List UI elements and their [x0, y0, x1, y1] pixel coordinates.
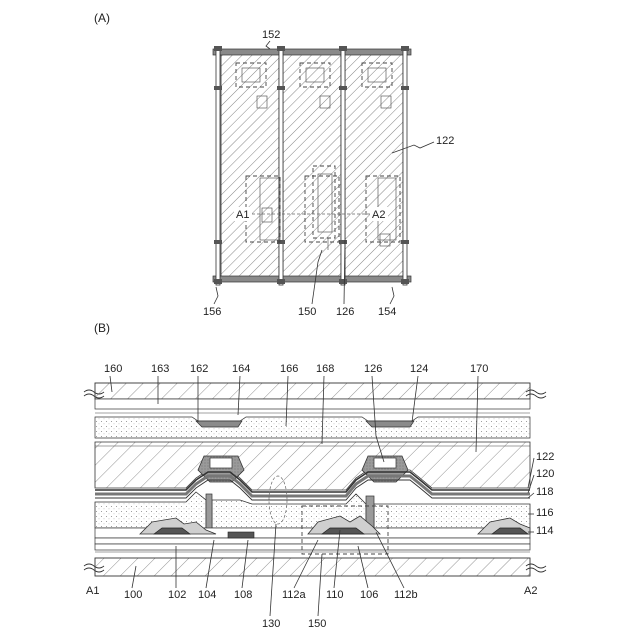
layer-124 [366, 421, 414, 427]
label-116: 116 [536, 507, 554, 519]
label-a1-a: A1 [236, 209, 249, 221]
layer-106 [95, 544, 530, 550]
label-114: 114 [536, 525, 554, 537]
label-126-a: 126 [336, 306, 354, 318]
label-122-a: 122 [436, 135, 454, 147]
tft-center-gate [322, 528, 364, 534]
label-166: 166 [280, 363, 298, 375]
label-152: 152 [262, 29, 280, 41]
label-102: 102 [168, 589, 186, 601]
label-162: 162 [190, 363, 208, 375]
label-124: 124 [410, 363, 428, 375]
panel-a-label: (A) [94, 11, 110, 25]
layer-162-164 [196, 421, 242, 427]
panel-a-plan-view [213, 46, 411, 285]
label-a2-b: A2 [524, 585, 537, 597]
label-163: 163 [151, 363, 169, 375]
label-150-b: 150 [308, 618, 326, 630]
layer-108 [95, 538, 530, 544]
label-112a: 112a [282, 589, 307, 601]
label-110: 110 [326, 589, 344, 601]
label-120: 120 [536, 468, 554, 480]
spacer-right-cap [374, 458, 396, 468]
label-164: 164 [232, 363, 250, 375]
label-126-b: 126 [364, 363, 382, 375]
label-130: 130 [262, 618, 280, 630]
label-a1-b: A1 [86, 585, 99, 597]
panel-b-label: (B) [94, 321, 110, 335]
label-118: 118 [536, 486, 554, 498]
label-112b: 112b [394, 589, 418, 601]
label-168: 168 [316, 363, 334, 375]
bottom-bus-line [213, 276, 411, 282]
layer-166 [95, 417, 530, 438]
label-156: 156 [203, 306, 221, 318]
label-150-a: 150 [298, 306, 316, 318]
label-160: 160 [104, 363, 122, 375]
label-154: 154 [378, 306, 396, 318]
label-170: 170 [470, 363, 488, 375]
layer-104-gate-line-a [228, 532, 254, 538]
layer-160-top-substrate [95, 383, 530, 399]
label-122-b: 122 [536, 451, 554, 463]
label-108: 108 [234, 589, 252, 601]
spacer-left-cap [210, 458, 232, 468]
label-106: 106 [360, 589, 378, 601]
layer-163 [95, 399, 530, 409]
label-104: 104 [198, 589, 216, 601]
layer-100-bottom-substrate [95, 558, 530, 576]
label-a2-a: A2 [372, 209, 385, 221]
layer-168 [95, 442, 530, 490]
label-100: 100 [124, 589, 142, 601]
top-bus-line [213, 49, 411, 55]
